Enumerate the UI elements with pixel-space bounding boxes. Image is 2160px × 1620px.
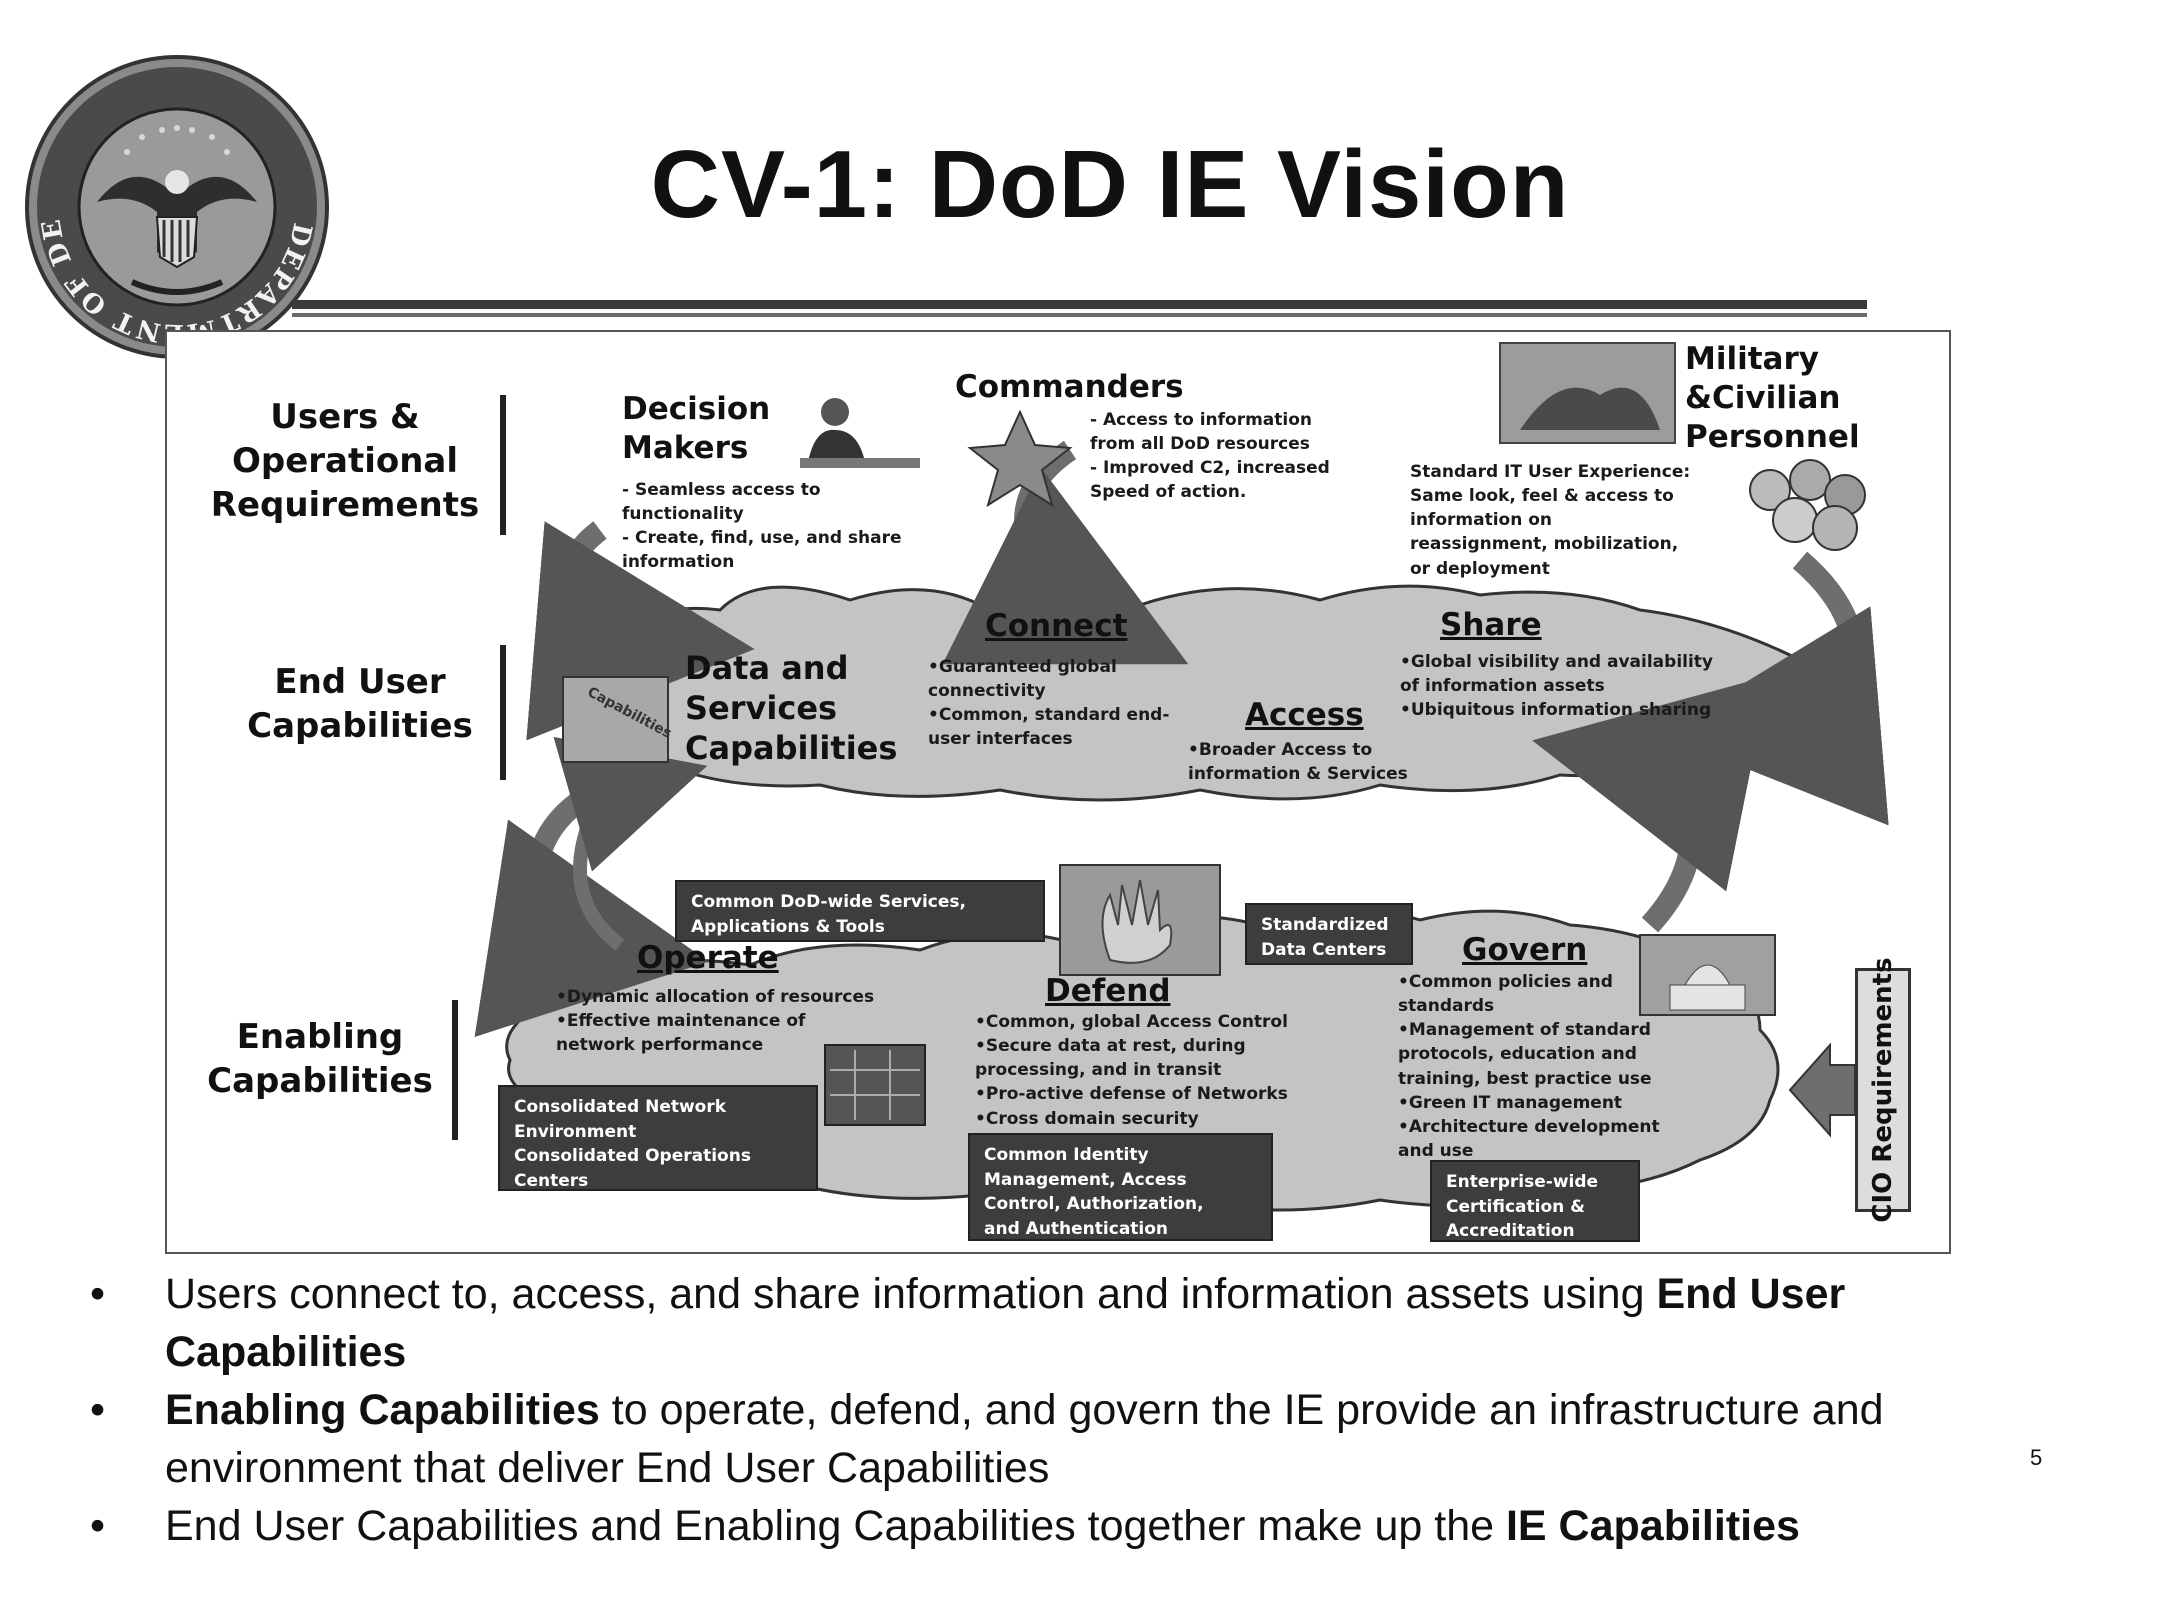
govern-text: •Common policies and standards •Manageme… [1398,972,1660,1161]
bullet-bold: Enabling Capabilities [165,1386,600,1434]
bullet-text: Users connect to, access, and share info… [165,1270,1657,1318]
operate-title: Operate [637,940,779,976]
connect-text: •Guaranteed global connectivity •Common,… [928,657,1170,750]
bullet-marker: • [90,1270,106,1318]
decision-makers-text: - Seamless access to functionality - Cre… [622,480,902,573]
data-services-title: Data and Services Capabilities [685,649,898,767]
network-center-image [824,1044,926,1126]
bullet-marker: • [90,1502,106,1550]
commanders-title: Commanders [955,369,1184,405]
military-civilian-title: Military &Civilian Personnel [1685,341,1860,455]
row-divider [500,395,506,535]
bullet-item: • End User Capabilities and Enabling Cap… [90,1497,1990,1555]
defend-text: •Common, global Access Control •Secure d… [975,1012,1288,1129]
access-title: Access [1245,697,1364,733]
people-icon [1749,459,1866,551]
row-label-users-operational: Users & Operational Requirements [210,397,480,526]
bullet-bold: IE Capabilities [1505,1502,1800,1550]
row-label-end-user: End User Capabilities [247,662,473,747]
bullet-bold: End User Capabilities [165,1270,1846,1376]
bullet-marker: • [90,1386,106,1434]
page-number: 5 [2030,1445,2043,1470]
operate-text: •Dynamic allocation of resources •Effect… [556,987,875,1056]
decision-maker-icon [800,398,920,468]
title-rule [292,300,1867,309]
military-civilian-text: Standard IT User Experience: Same look, … [1410,462,1691,579]
decision-makers-title: Decision Makers [622,391,771,466]
standardized-datacenters-box: Standardized Data Centers [1245,903,1413,965]
row-divider [452,1000,458,1140]
commanders-text: - Access to information from all DoD res… [1090,410,1330,503]
access-text: •Broader Access to information & Service… [1188,740,1408,785]
title-rule-thin [292,313,1867,317]
row-label-enabling: Enabling Capabilities [207,1017,433,1102]
cio-requirements-box: CIO Requirements [1855,957,1911,1223]
bullet-text: to operate, defend, and govern the IE pr… [165,1386,1884,1492]
cio-requirements-label: CIO Requirements [1868,957,1898,1223]
consolidated-network-box: Consolidated Network Environment Consoli… [498,1085,818,1191]
share-title: Share [1440,607,1542,643]
defend-title: Defend [1045,973,1171,1009]
common-services-box: Common DoD-wide Services, Applications &… [675,880,1045,942]
bullet-text: End User Capabilities and Enabling Capab… [165,1502,1506,1550]
enterprise-certification-box: Enterprise-wide Certification & Accredit… [1430,1160,1640,1242]
connect-title: Connect [985,608,1128,644]
bullet-item: • Enabling Capabilities to operate, defe… [90,1381,1990,1497]
dod-seal: DEPARTMENT OF DEFENSE • UNITED STATES OF… [22,52,329,359]
identity-management-box: Common Identity Management, Access Contr… [968,1133,1273,1241]
bullet-item: • Users connect to, access, and share in… [90,1265,1990,1381]
page-title: CV-1: DoD IE Vision [650,131,1570,238]
capabilities-icon [562,676,669,763]
share-text: •Global visibility and availability of i… [1400,652,1714,721]
row-divider [500,645,506,780]
star-icon [967,409,1073,508]
govern-title: Govern [1462,932,1588,968]
bullet-list: • Users connect to, access, and share in… [90,1265,1990,1555]
